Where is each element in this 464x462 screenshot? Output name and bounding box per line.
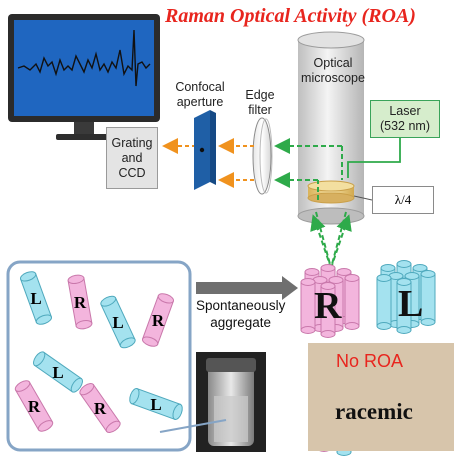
computer-monitor-icon	[8, 14, 160, 140]
rod-l-icon	[100, 295, 136, 349]
quarter-wave-leader	[353, 195, 373, 201]
aggregate-rod-icon	[420, 270, 436, 326]
aggregate-rod-icon	[300, 278, 316, 334]
aggregate-rod-icon	[344, 274, 360, 330]
laser-box: Laser(532 nm)	[370, 100, 440, 138]
aggregate-l-label: L	[398, 283, 424, 325]
aggregate-rod-icon	[396, 278, 412, 334]
rod-r-icon	[14, 380, 54, 432]
racemic-panel	[308, 343, 454, 451]
quarter-wave-plate-label: λ/4	[372, 186, 434, 214]
aggregate-arrow	[196, 276, 298, 300]
diagram-title: Raman Optical Activity (ROA)	[165, 5, 416, 27]
aggregate-rod-icon	[320, 282, 336, 338]
rod-l-icon	[33, 351, 83, 393]
confocal-aperture-icon	[194, 110, 216, 190]
aggregate-r-label: R	[314, 285, 342, 327]
l-aggregate-bundle	[376, 260, 436, 334]
rod-letter: R	[28, 397, 41, 416]
rod-letter: R	[74, 293, 87, 312]
rod-letter: L	[150, 395, 161, 414]
edge-filter-icon	[252, 117, 273, 195]
zoom-leader	[159, 419, 227, 433]
rod-letter: R	[152, 311, 165, 330]
laser-beam-in	[347, 138, 401, 178]
rod-letter: L	[30, 289, 41, 308]
no-roa-label: No ROA	[336, 351, 404, 371]
rod-r-icon	[141, 293, 175, 347]
rod-r-icon	[67, 274, 93, 330]
r-aggregate-bundle	[300, 264, 360, 338]
rod-r-icon	[79, 383, 121, 433]
rod-letter: L	[112, 313, 123, 332]
rod-l-icon	[129, 387, 183, 421]
solution-jar-photo	[196, 352, 266, 452]
racemic-label: racemic	[335, 399, 413, 424]
rod-letter: L	[52, 363, 63, 382]
rod-letter: R	[94, 399, 107, 418]
aggregate-rod-icon	[376, 274, 392, 330]
rod-l-icon	[19, 271, 53, 325]
